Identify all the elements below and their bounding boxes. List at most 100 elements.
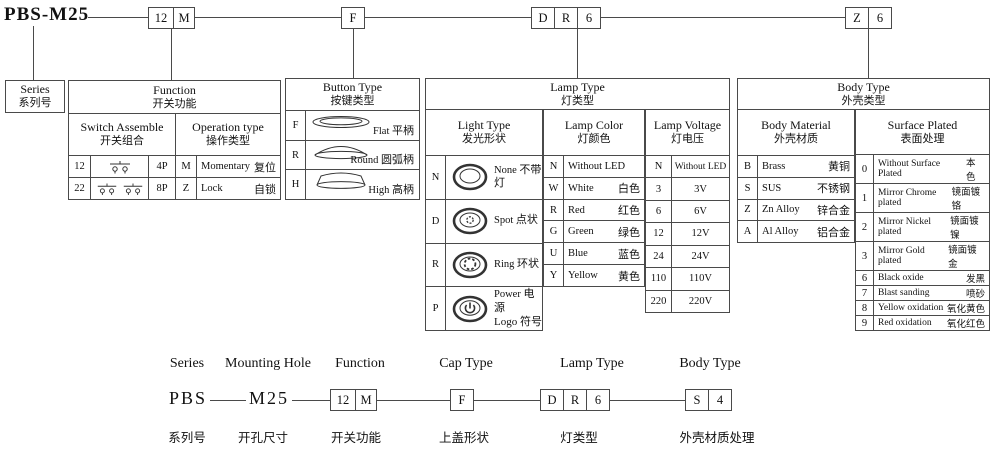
operation-code: Z [176,178,197,199]
example-label-body-type: Body Type [679,356,741,371]
voltage-value: 12V [691,228,710,240]
surface-code: 0 [856,155,874,183]
surface-code: 6 [856,271,874,285]
light-code: N [426,156,446,199]
light-type-header: Light Type 发光形状 [426,110,542,156]
button-type-table: Button Type 按键类型 F Flat 平柄 R Round 圆 [285,78,420,200]
lamp-type-title-en: Lamp Type [550,79,605,94]
example-code-box-cap: F [450,389,474,411]
color-code: Y [544,265,564,286]
surface-plated-header: Surface Plated 表面处理 [856,110,989,155]
light-row: P Power 电源 Logo 符号 [426,287,542,330]
switch-assemble-zh: 开关组合 [100,135,144,148]
voltage-value: 3V [694,183,707,195]
switch-assemble-en: Switch Assemble [80,120,164,135]
surface-code: 8 [856,301,874,315]
light-row: D Spot 点状 [426,199,542,244]
operation-type-zh: 操作类型 [206,135,250,148]
code-cell: F [450,389,474,411]
light-code: D [426,199,446,243]
code-cell: 6 [586,389,610,411]
example-label-series: Series [169,356,205,371]
cap-code: F [286,111,306,140]
example-label-lamp-type: Lamp Type [560,356,624,371]
code-cell: R [554,7,578,29]
light-label: Ring 环状 [494,258,540,271]
cap-label: Flat 平柄 [373,124,414,137]
body-type-header: Body Type 外壳类型 [737,78,990,110]
surface-code: 3 [856,242,874,270]
example-code-box-body: S 4 [685,389,732,411]
button-row: H High 高柄 [286,170,419,200]
connector-vertical-series [33,26,34,80]
surface-plated-title-en: Surface Plated [887,117,958,132]
body-material-title-zh: 外壳材质 [774,133,818,146]
body-type-title-en: Body Type [837,79,890,94]
lamp-voltage-title-en: Lamp Voltage [653,118,722,133]
example-zh-cap: 上盖形状 [438,431,490,445]
code-cell: D [540,389,564,411]
voltage-row: 3 3V [646,178,729,201]
code-cell: 4 [708,389,732,411]
button-type-title-zh: 按键类型 [330,95,375,108]
voltage-code: N [646,156,672,178]
body-material-title-en: Body Material [761,118,831,133]
light-label: Power 电源 Logo 符号 [494,288,542,328]
voltage-row: 6 6V [646,200,729,224]
body-material-header: Body Material 外壳材质 [738,110,854,156]
code-box-cap: F [341,7,365,29]
connector-vertical-button [353,29,354,78]
material-code: Z [738,199,758,221]
voltage-value: 6V [694,206,707,218]
function-row: 12 4P M Momentary 复位 [69,156,280,178]
function-table-header: Function 开关功能 [69,81,280,114]
color-code: G [544,221,564,243]
code-cell: M [173,7,195,29]
lamp-type-header: Lamp Type 灯类型 [425,78,730,110]
voltage-code: 12 [646,223,672,245]
switch-contact-icon [91,178,149,199]
code-box-lamp: D R 6 [531,7,601,29]
lamp-voltage-column: Lamp Voltage 灯电压 N Without LED 3 3V 6 6V… [645,109,730,313]
series-box: Series 系列号 [5,80,65,113]
connector-horizontal-top [88,17,846,18]
example-zh-function: 开关功能 [330,431,382,445]
code-cell: 12 [148,7,174,29]
function-title-zh: 开关功能 [152,97,197,110]
color-code: U [544,243,564,265]
connector-horizontal-example [205,400,687,401]
code-cell: 12 [330,389,356,411]
example-zh-body: 外壳材质处理 [679,431,755,445]
code-cell: D [531,7,555,29]
operation-label-en: Lock [201,183,223,194]
surface-code: 9 [856,316,874,330]
code-cell: M [355,389,377,411]
code-cell: Z [845,7,869,29]
voltage-code: 24 [646,245,672,268]
surface-plated-column: Surface Plated 表面处理 0 Without Surface Pl… [855,109,990,331]
poles-label: 4P [149,156,176,177]
voltage-value: 220V [688,295,713,307]
operation-label-zh: 自锁 [254,183,276,196]
lamp-voltage-header: Lamp Voltage 灯电压 [646,110,729,156]
lamp-ring-icon [446,244,494,287]
lamp-spot-icon [446,200,494,243]
code-cell: S [685,389,709,411]
voltage-row: 110 110V [646,268,729,291]
code-cell: 6 [868,7,892,29]
series-label-en: Series [20,82,50,97]
function-table: Function 开关功能 Switch Assemble 开关组合 Opera… [68,80,281,200]
light-type-title-en: Light Type [457,118,511,133]
color-code: N [544,156,564,177]
voltage-code: 6 [646,200,672,223]
light-label: None 不带灯 [494,163,542,190]
